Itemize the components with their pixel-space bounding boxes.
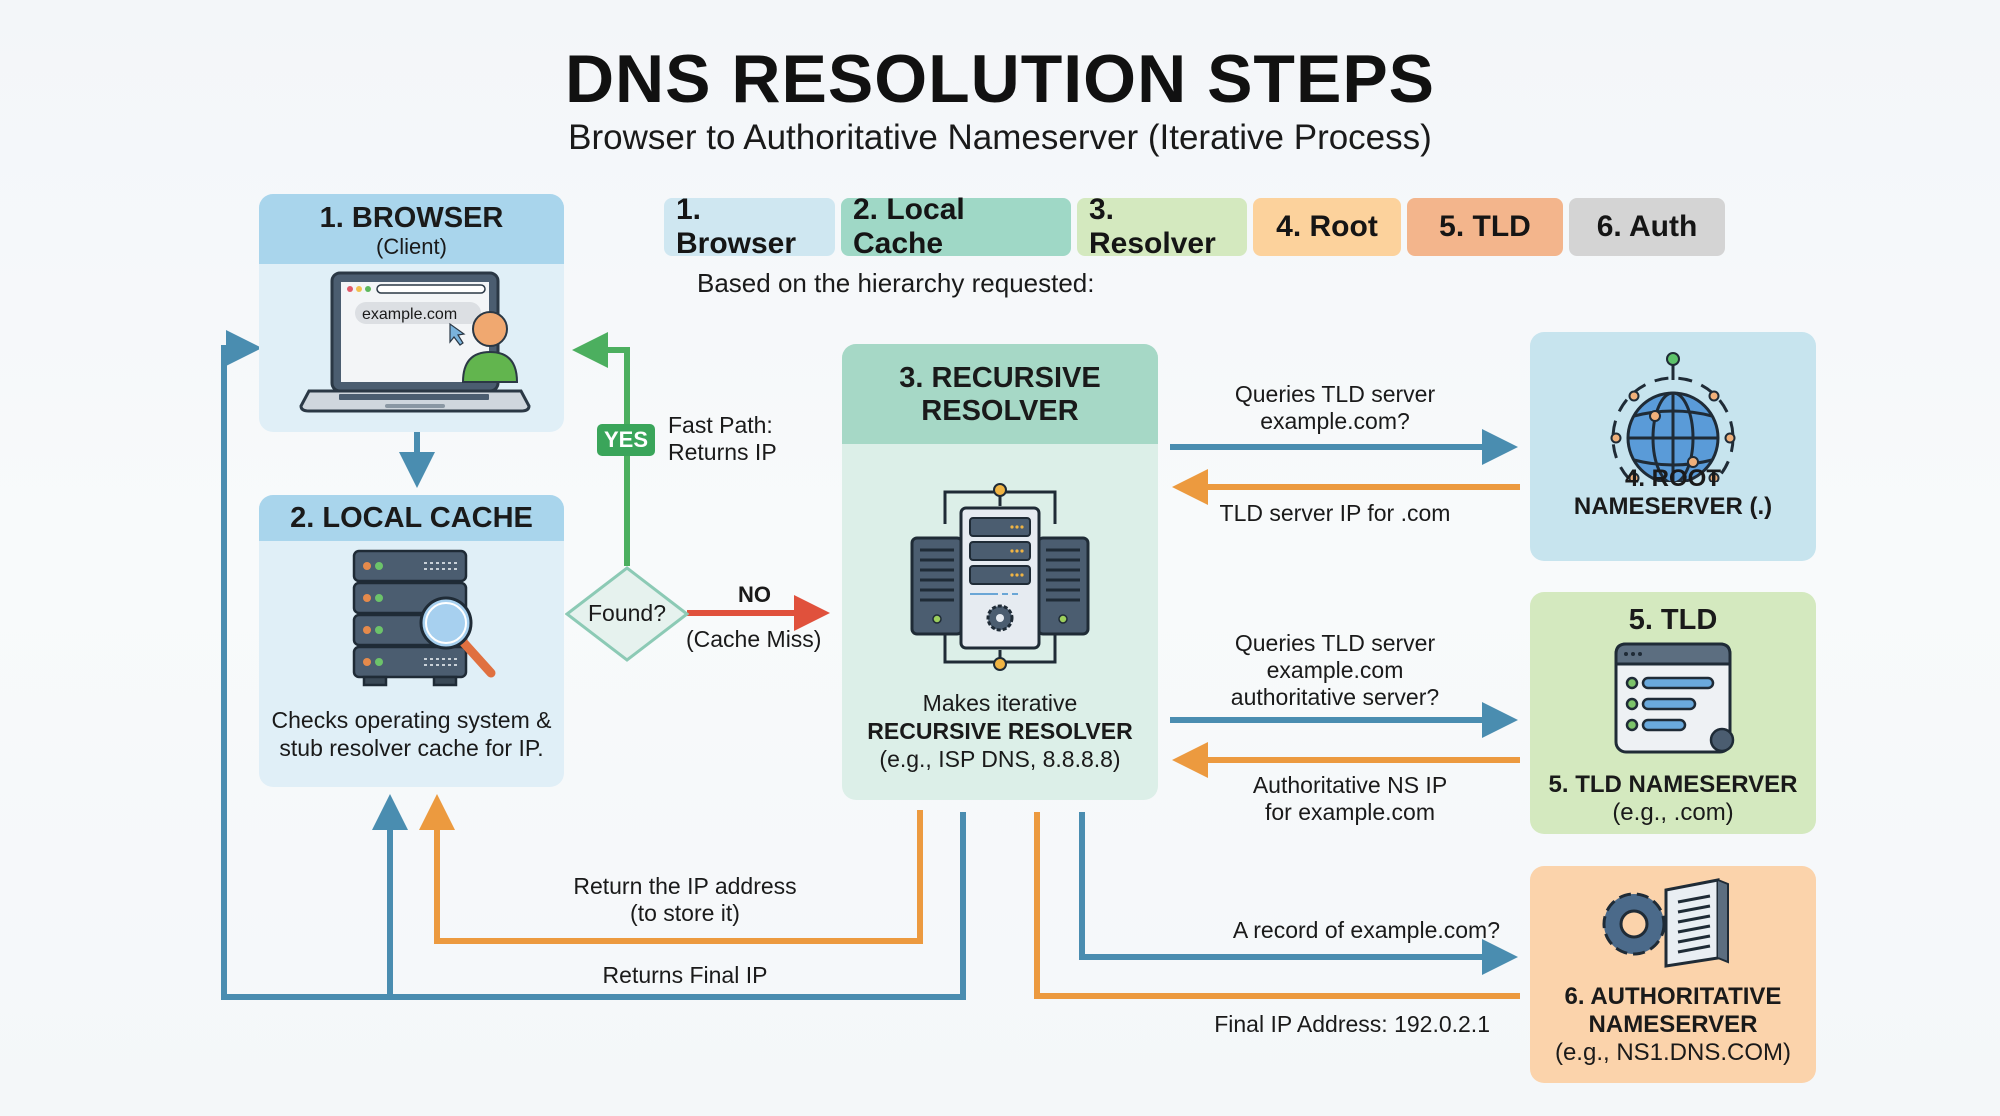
root-query-line1: Queries TLD server (1234, 381, 1436, 407)
auth-response-label: Final IP Address: 192.0.2.1 (1214, 1011, 1490, 1037)
tld-card: 5. TLD 5. TLD NAMESERVER (e.g., .com) (1530, 592, 1816, 834)
browser-subtitle: (Client) (376, 234, 447, 259)
return-final-label: Returns Final IP (602, 962, 768, 988)
legend-item-tld: 5. TLD (1407, 198, 1563, 256)
resolver-title-1: 3. RECURSIVE (899, 362, 1101, 394)
tld-response-line2: for example.com (1264, 799, 1435, 825)
browser-title: 1. BROWSER (319, 202, 504, 234)
page-title: DNS RESOLUTION STEPS (564, 41, 1436, 117)
gear-book-icon (1602, 878, 1729, 968)
root-query-label: Queries TLD server example.com? (1170, 381, 1500, 435)
auth-title-3: (e.g., NS1.DNS.COM) (1554, 1039, 1792, 1066)
resolver-desc-2: RECURSIVE RESOLVER (867, 718, 1133, 744)
tld-caption-1: 5. TLD NAMESERVER (1548, 771, 1798, 798)
tld-query-line3: authoritative server? (1230, 684, 1440, 710)
server-search-icon (352, 549, 496, 687)
browser-card: 1. BROWSER (Client) example.com (259, 194, 564, 432)
tld-response-line1: Authoritative NS IP (1252, 772, 1448, 798)
url-bar-text: example.com (362, 306, 457, 323)
legend-item-auth: 6. Auth (1569, 198, 1725, 256)
arrow-query-auth (1079, 812, 1518, 975)
tld-caption-2: (e.g., .com) (1612, 799, 1734, 826)
no-label: NO (738, 582, 771, 607)
tld-query-label: Queries TLD server example.com authorita… (1170, 630, 1500, 711)
arrow-return-final (221, 330, 966, 1000)
auth-query-label: A record of example.com? (1232, 917, 1500, 943)
nameserver-list-icon (1614, 642, 1735, 754)
legend-item-resolver: 3. Resolver (1077, 193, 1247, 260)
root-card: 4. ROOT NAMESERVER (.) (1530, 332, 1816, 561)
legend: 1. Browser 2. Local Cache 3. Resolver 4.… (664, 193, 1725, 260)
decision-label: Found? (587, 600, 666, 626)
auth-card: 6. AUTHORITATIVE NAMESERVER (e.g., NS1.D… (1530, 866, 1816, 1083)
root-title-1: 4. ROOT (1624, 465, 1721, 492)
server-cluster-icon (910, 483, 1090, 671)
auth-title-2: NAMESERVER (1588, 1011, 1758, 1038)
return-store-label: Return the IP address (to store it) (520, 873, 850, 927)
legend-note: Based on the hierarchy requested: (697, 268, 1095, 298)
local-cache-title: 2. LOCAL CACHE (259, 495, 564, 541)
tld-title: 5. TLD (1628, 604, 1718, 636)
globe-network-icon (1610, 352, 1736, 500)
local-cache-description-1: Checks operating system & (271, 707, 552, 733)
tld-query-line1: Queries TLD server (1234, 630, 1436, 656)
legend-item-root: 4. Root (1253, 198, 1401, 256)
arrow-response-auth (1034, 812, 1520, 999)
root-title-2: NAMESERVER (.) (1573, 493, 1773, 520)
decision-diamond (565, 566, 689, 662)
arrow-return-store (419, 794, 923, 944)
resolver-desc-3: (e.g., ISP DNS, 8.8.8.8) (879, 746, 1121, 772)
resolver-title-2: RESOLVER (921, 395, 1079, 427)
fast-path-line1: Fast Path: (668, 412, 773, 438)
auth-title-1: 6. AUTHORITATIVE (1564, 983, 1782, 1010)
local-cache-card: 2. LOCAL CACHE Checks operating system &… (259, 495, 564, 787)
return-store-line2: (to store it) (630, 900, 740, 926)
legend-item-local-cache: 2. Local Cache (841, 193, 1071, 260)
resolver-desc-1: Makes iterative (922, 690, 1078, 716)
resolver-card: 3. RECURSIVE RESOLVER Makes iterative RE… (842, 344, 1158, 800)
legend-item-browser: 1. Browser (664, 193, 835, 260)
root-response-label: TLD server IP for .com (1219, 500, 1451, 526)
local-cache-description-2: stub resolver cache for IP. (279, 735, 544, 761)
tld-response-label: Authoritative NS IP for example.com (1170, 772, 1530, 826)
root-query-line2: example.com? (1260, 408, 1410, 434)
return-store-line1: Return the IP address (573, 873, 797, 899)
laptop-icon: example.com (299, 271, 531, 413)
tld-query-line2: example.com (1266, 657, 1404, 683)
fast-path-line2: Returns IP (668, 439, 777, 465)
fast-path-label: Fast Path: Returns IP (668, 412, 777, 466)
yes-badge: YES (597, 424, 655, 456)
cache-miss-label: (Cache Miss) (686, 626, 822, 652)
arrow-yes-to-browser (572, 332, 630, 566)
page-subtitle: Browser to Authoritative Nameserver (Ite… (568, 118, 1432, 157)
